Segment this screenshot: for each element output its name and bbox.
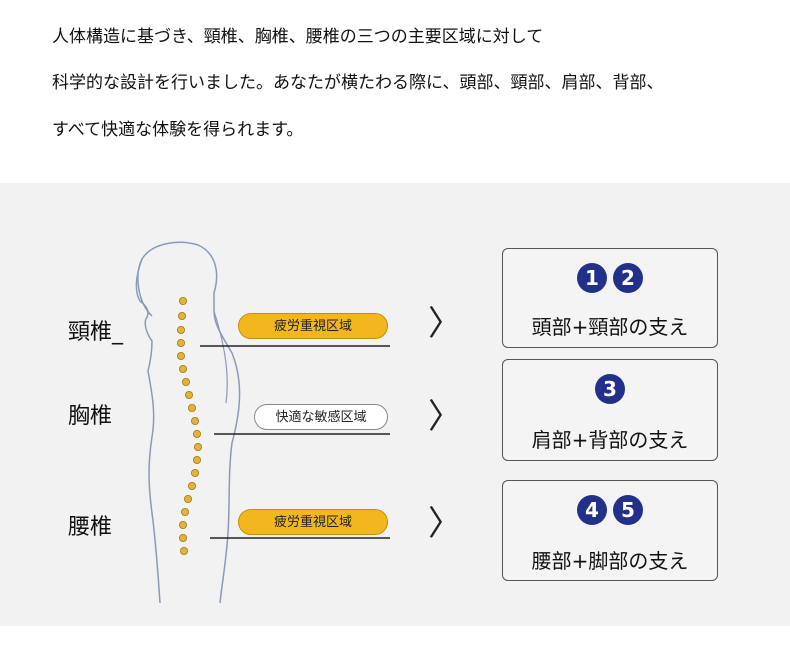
vertebra-dot (192, 455, 201, 464)
tag-lumbar: 疲労重視区域 (238, 509, 388, 535)
vertebra-dot (176, 351, 185, 360)
body-outline-front (135, 258, 161, 604)
intro-line-3: すべて快適な体験を得られます。 (52, 120, 304, 140)
vertebra-dot (181, 377, 190, 386)
vertebra-dot (193, 442, 202, 451)
intro-line-1: 人体構造に基づき、頸椎、胸椎、腰椎の三つの主要区域に対して (52, 27, 544, 47)
vertebra-dot (187, 481, 196, 490)
chevron-right-icon: 〉 (428, 504, 462, 544)
vertebrae (176, 297, 202, 555)
card-label: 頭部+頸部の支え (531, 315, 689, 339)
vertebra-dot (184, 390, 193, 399)
intro-line-2: 科学的な設計を行いました。あなたが横たわる際に、頭部、頸部、肩部、背部、 (52, 73, 664, 93)
vertebra-dot (176, 325, 185, 334)
vertebra-dot (176, 338, 185, 347)
vertebra-dot (190, 416, 199, 425)
label-lumbar: 腰椎 (68, 515, 113, 540)
vertebra-dot (178, 533, 187, 542)
number-badge-1: 1 (577, 263, 607, 293)
number-badge-2: 2 (613, 263, 643, 293)
support-card-waist-leg: 4 5 腰部+脚部の支え (502, 480, 718, 581)
body-outline-back (213, 310, 228, 404)
label-thoracic: 胸椎 (68, 404, 113, 429)
number-badge-5: 5 (613, 495, 643, 525)
vertebra-dot (187, 403, 196, 412)
vertebra-dot (179, 546, 188, 555)
vertebra-dot (180, 507, 189, 516)
vertebra-dot (178, 364, 187, 373)
vertebra-dot (177, 311, 186, 320)
card-label: 腰部+脚部の支え (531, 549, 689, 573)
tag-cervical: 疲労重視区域 (238, 313, 388, 339)
vertebra-dot (178, 520, 187, 529)
chevron-right-icon: 〉 (428, 397, 462, 437)
vertebra-dot (192, 429, 201, 438)
label-cervical: 頸椎_ (68, 320, 124, 345)
number-badge-3: 3 (595, 374, 625, 404)
diagram-panel: 頸椎_ 胸椎 腰椎 疲労重視区域 快適な敏感区域 疲労重視区域 〉 〉 〉 1 … (0, 183, 790, 626)
body-outline (137, 241, 241, 604)
tag-thoracic: 快適な敏感区域 (254, 404, 388, 430)
number-badge-4: 4 (577, 495, 607, 525)
support-card-shoulder-back: 3 肩部+背部の支え (502, 359, 718, 461)
card-label: 肩部+背部の支え (531, 428, 689, 452)
vertebra-dot (190, 468, 199, 477)
support-card-head-neck: 1 2 頭部+頸部の支え (502, 248, 718, 348)
chevron-right-icon: 〉 (428, 304, 462, 344)
vertebra-dot (183, 494, 192, 503)
vertebra-dot (178, 297, 187, 306)
body-silhouette (135, 241, 390, 604)
